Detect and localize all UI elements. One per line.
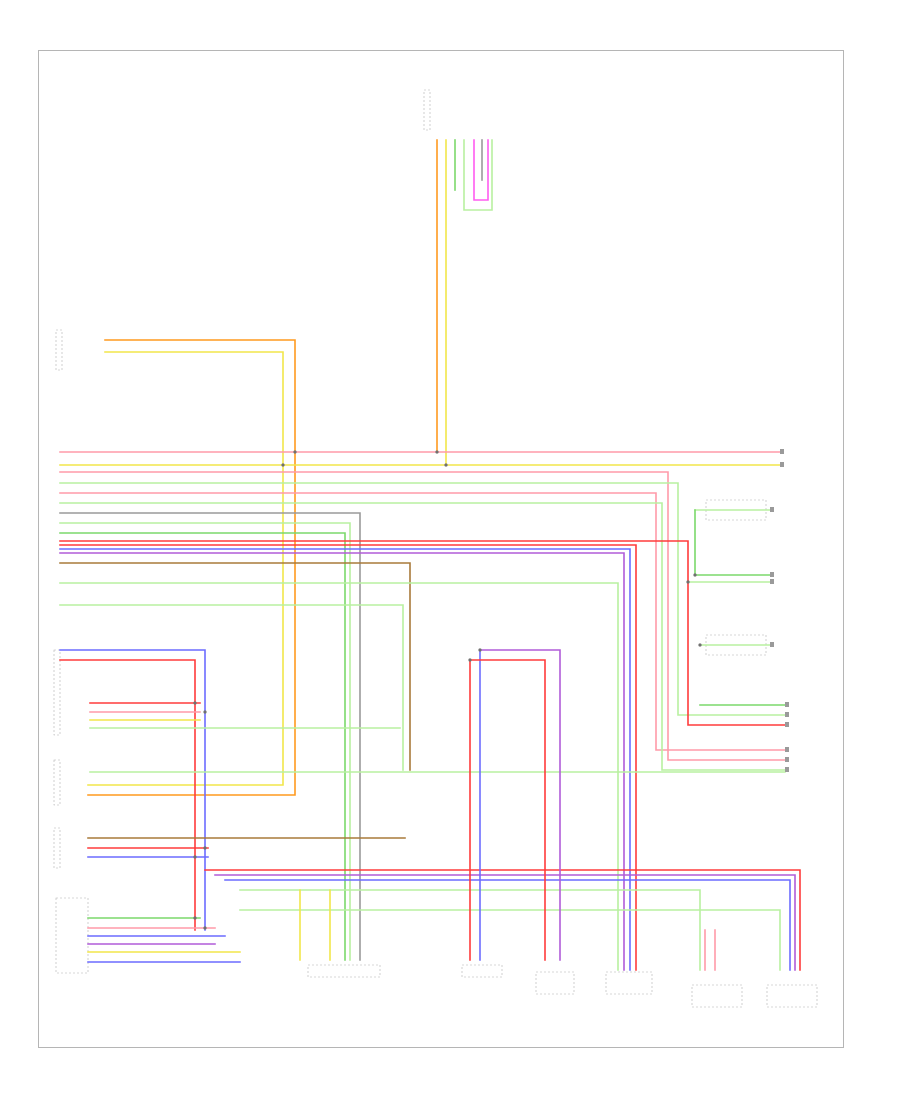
wire-orange-left — [87, 339, 296, 796]
wire-b5-pink — [704, 929, 716, 971]
bus-pink-2 — [59, 471, 786, 761]
bus-green-1 — [59, 532, 346, 961]
bus-blue-1 — [59, 548, 631, 971]
wire-lower-yellow — [299, 889, 331, 961]
wire-left1-blue — [59, 649, 206, 931]
wire-left1-red — [59, 659, 196, 931]
bus-lower-blue — [224, 879, 791, 971]
bus-red-1 — [59, 540, 786, 726]
bus-lower-violet — [214, 874, 796, 971]
bus-pink-3 — [59, 492, 786, 751]
bottom-module-6-box — [766, 984, 818, 1008]
wire-lightgreen-loop — [463, 139, 493, 211]
bus-lightgreen-2 — [59, 502, 786, 771]
upper-left-module-connector — [55, 329, 63, 371]
bus-red-2 — [59, 544, 637, 971]
bus-lightgreen-3 — [59, 522, 351, 961]
top-module-connector — [423, 89, 431, 131]
wire-b3-violet — [479, 649, 561, 961]
left-module-3-connector — [53, 827, 61, 869]
bottom-module-3-box — [535, 971, 575, 995]
bus-gray-1 — [59, 512, 361, 961]
bus-brown-1 — [59, 562, 411, 771]
left-module-2-connector — [53, 759, 61, 806]
bus-lightgreen-4 — [59, 582, 619, 971]
wire-magenta-loop — [473, 139, 489, 201]
bus-lightgreen-5 — [59, 604, 404, 771]
bottom-module-5-box — [691, 984, 743, 1008]
connector-pins-right — [770, 449, 789, 772]
bottom-module-2-box — [461, 964, 503, 978]
bottom-module-1-box — [307, 964, 381, 978]
bus-lower-lightgreen — [239, 889, 701, 971]
wire-yellow-left — [87, 351, 284, 786]
bus-lower-lightgreen-2 — [239, 909, 781, 971]
bus-lower-red — [204, 869, 801, 971]
bus-violet-1 — [59, 552, 625, 971]
left-module-4-box — [55, 897, 89, 974]
wire-b3-red — [469, 659, 546, 961]
splice-points — [193, 450, 702, 930]
bottom-module-4-box — [605, 971, 653, 995]
left-module-1-connector — [53, 649, 61, 736]
diagram-frame — [38, 50, 844, 1048]
bus-lightgreen-1 — [59, 482, 786, 716]
